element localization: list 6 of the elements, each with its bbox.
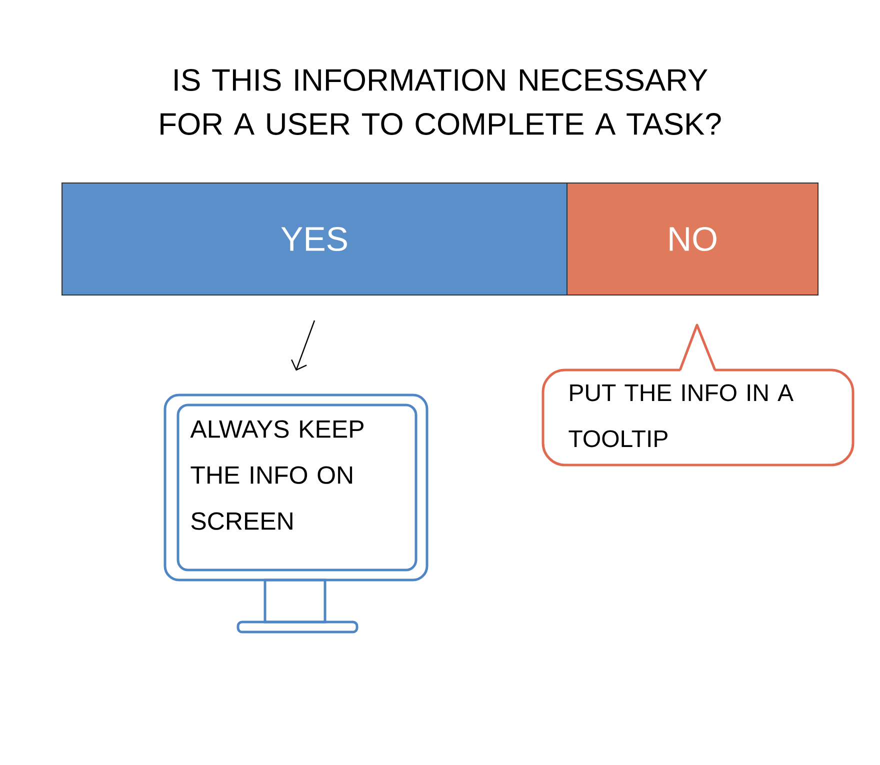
title: IS THIS INFORMATION NECESSARY FOR A USER TO COMPLETE A TASK? — [160, 69, 721, 135]
speech-bubble: PUT THE INFO IN A TOOLTIP — [542, 324, 854, 466]
answer-bar: NO — [566, 182, 818, 296]
answer-bar: YES — [62, 182, 568, 296]
monitor-screen: ALWAYS KEEP THE INFO ON SCREEN — [164, 394, 428, 582]
arrow — [291, 320, 316, 371]
